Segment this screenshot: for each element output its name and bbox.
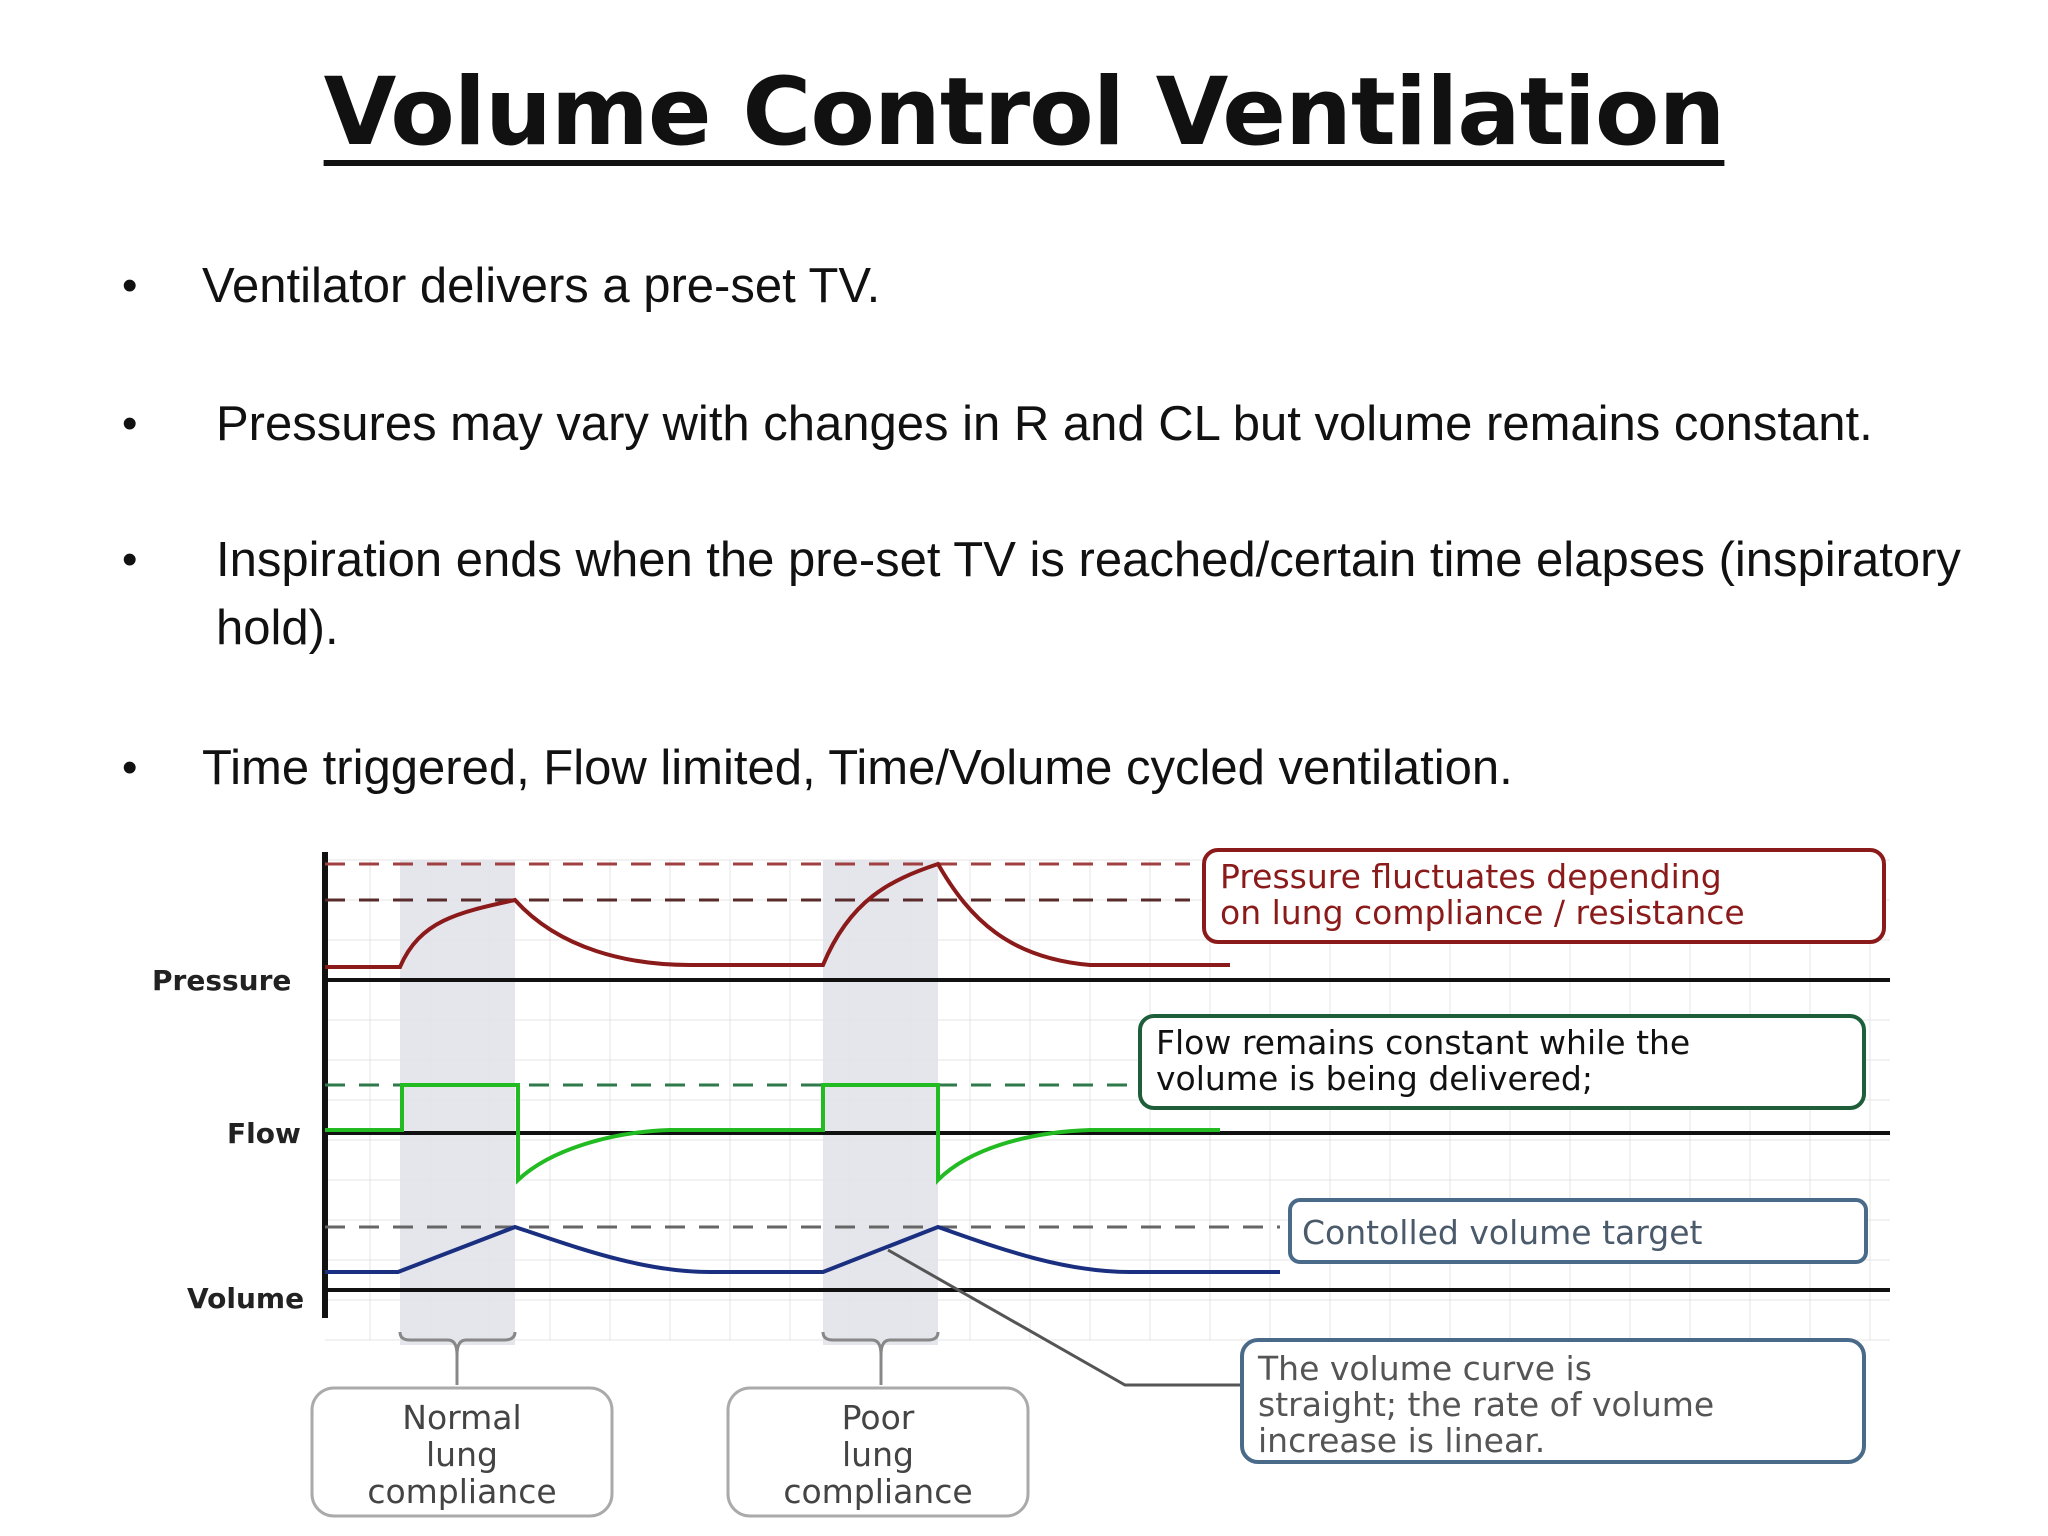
inspiration-band-normal (400, 860, 515, 1345)
pressure-callout-line-2: on lung compliance / resistance (1220, 893, 1745, 932)
normal-compliance-bracket (398, 1331, 517, 1385)
poor-compliance-caption-box (726, 1386, 1030, 1518)
bullet-item: • Inspiration ends when the pre-set TV i… (122, 526, 2002, 662)
flow-callout-box (1138, 1014, 1866, 1110)
pressure-callout-line-1: Pressure fluctuates depending (1220, 857, 1722, 896)
volume-target-callout-text: Contolled volume target (1302, 1213, 1702, 1252)
bullet-text: Ventilator delivers a pre-set TV. (202, 259, 881, 313)
bullet-item: • Ventilator delivers a pre-set TV. (122, 252, 2002, 320)
poor-compliance-bracket (821, 1331, 940, 1385)
volume-target-callout-box (1288, 1198, 1868, 1264)
volume-curve-callout-line-2: straight; the rate of volume (1258, 1385, 1714, 1424)
volume-curve-callout-line-3: increase is linear. (1258, 1421, 1545, 1460)
bullet-dot: • (122, 399, 138, 448)
axis-label-pressure: Pressure (152, 964, 291, 997)
bullet-text: Pressures may vary with changes in R and… (216, 397, 1873, 451)
bullet-dot: • (122, 261, 138, 310)
normal-compliance-caption-box (310, 1386, 614, 1518)
pressure-waveform (325, 861, 1230, 969)
slide-title: Volume Control Ventilation (323, 58, 1726, 167)
bullet-dot: • (122, 743, 138, 792)
poor-caption-line-3: compliance (783, 1472, 972, 1511)
bullet-text: Time triggered, Flow limited, Time/Volum… (202, 741, 1513, 795)
volume-curve-leader-line (887, 1248, 1242, 1387)
volume-waveform (325, 1224, 1280, 1274)
bullet-item: • Pressures may vary with changes in R a… (122, 390, 2002, 458)
flow-callout-line-2: volume is being delivered; (1156, 1059, 1593, 1098)
poor-caption-line-1: Poor (842, 1398, 915, 1437)
bullet-item: • Time triggered, Flow limited, Time/Vol… (122, 734, 2002, 802)
bullet-text: Inspiration ends when the pre-set TV is … (216, 533, 1961, 655)
poor-caption-line-2: lung (842, 1435, 914, 1474)
volume-curve-callout-line-1: The volume curve is (1257, 1349, 1592, 1388)
normal-caption-line-3: compliance (367, 1472, 556, 1511)
axis-label-flow: Flow (227, 1117, 301, 1150)
volume-curve-callout-box (1240, 1338, 1866, 1464)
pressure-callout-box (1202, 848, 1886, 944)
reference-dashed-lines (325, 862, 1280, 1229)
axis-label-volume: Volume (187, 1282, 304, 1315)
ventilation-waveform-diagram: Pressure Flow Volume Pressure fluctuates… (152, 848, 1890, 1518)
flow-callout-line-1: Flow remains constant while the (1156, 1023, 1690, 1062)
bullet-dot: • (122, 535, 138, 584)
normal-caption-line-1: Normal (402, 1398, 521, 1437)
normal-caption-line-2: lung (426, 1435, 498, 1474)
flow-waveform (325, 1083, 1220, 1185)
